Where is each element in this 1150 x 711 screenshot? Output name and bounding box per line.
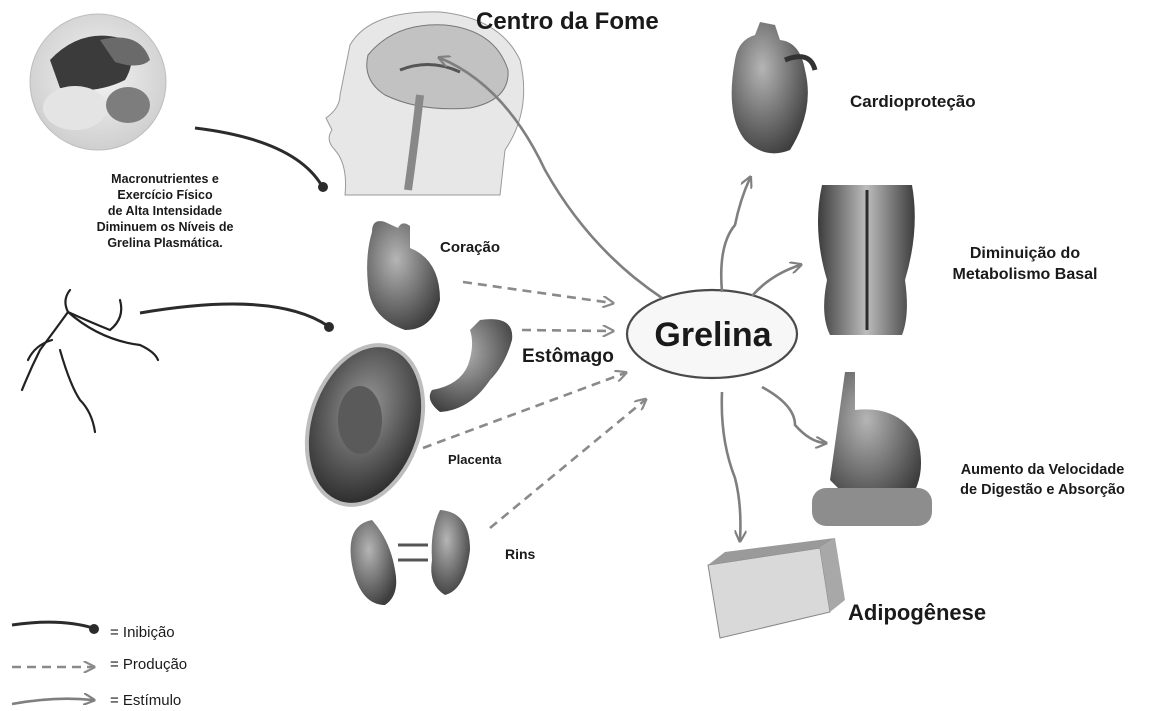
inhibition-line-exercise <box>140 304 328 326</box>
kidneys-source-label: Rins <box>505 546 535 562</box>
adipogenesis-label: Adipogênese <box>848 600 986 626</box>
legend-inhibition-label: = Inibição <box>110 624 175 641</box>
grelina-label: Grelina <box>628 310 798 360</box>
runner-sketch-image <box>22 290 158 432</box>
legend-inhibition-line <box>12 622 93 628</box>
stimulus-arrow-digestion <box>762 387 825 443</box>
fat-tissue-image <box>708 538 845 638</box>
heart-image <box>367 221 440 330</box>
legend-inhibition-dot <box>89 624 99 634</box>
placenta-source-label: Placenta <box>448 452 501 467</box>
stomach-source-label: Estômago <box>522 346 614 368</box>
production-arrow-stomach <box>522 330 612 331</box>
heart-source-label: Coração <box>440 239 500 256</box>
metabolism-label: Diminuição do Metabolismo Basal <box>930 243 1120 285</box>
head-brain-image <box>326 12 524 195</box>
production-arrow-heart <box>463 282 612 303</box>
production-arrow-kidneys <box>490 400 645 528</box>
stimulus-arrow-adipogenesis <box>722 392 741 540</box>
input-factors-note: Macronutrientes e Exercício Físico de Al… <box>70 171 260 251</box>
food-plate-image <box>30 14 166 150</box>
digestive-image <box>812 372 932 526</box>
cardio-heart-image <box>732 22 815 153</box>
kidneys-image <box>351 510 470 605</box>
cardioprotection-label: Cardioproteção <box>850 92 976 112</box>
legend-stimulus-arrow <box>12 699 93 704</box>
stomach-image <box>430 319 512 412</box>
inhibition-dot-exercise <box>324 322 334 332</box>
stimulus-arrow-cardio <box>721 178 750 292</box>
legend-production-label: = Produção <box>110 656 187 673</box>
digestion-label: Aumento da Velocidade de Digestão e Abso… <box>940 460 1145 500</box>
legend-stimulus-label: = Estímulo <box>110 692 181 709</box>
stimulus-arrow-metabolism <box>752 265 800 296</box>
legend-symbols <box>12 622 99 704</box>
hunger-center-label: Centro da Fome <box>476 8 659 36</box>
placenta-image <box>287 330 442 520</box>
inhibition-dot-food <box>318 182 328 192</box>
back-muscles-image <box>818 185 915 335</box>
